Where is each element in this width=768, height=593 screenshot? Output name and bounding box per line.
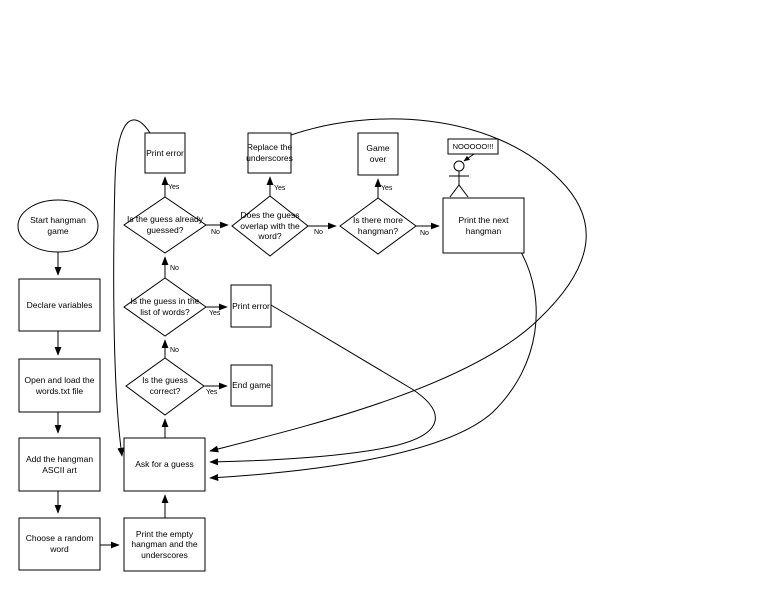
print-empty-box: [123, 517, 206, 572]
speech-tail: [463, 153, 475, 162]
ask-guess-box: [123, 437, 206, 492]
label-yes-correct-endgame: Yes: [206, 389, 218, 396]
print-error-guessed-box: [144, 132, 186, 174]
edge-printnext-ask-loop: [209, 251, 537, 482]
label-yes-inlist-printerror: Yes: [209, 310, 221, 317]
choose-word-box: [18, 517, 101, 571]
label-no-guessed-overlap: No: [211, 229, 220, 236]
label-no-overlap-more: No: [314, 229, 323, 236]
declare-variables-box: [18, 278, 101, 332]
label-no-correct-inlist: No: [170, 347, 179, 354]
edge-printerror-ask-loop: [113, 119, 151, 457]
edge-replace-ask-loop: [209, 118, 587, 453]
start-ellipse: [17, 199, 99, 253]
hangman-stick-figure: [449, 160, 469, 198]
label-no-inlist-guessed: No: [170, 265, 179, 272]
replace-underscores-box: [247, 132, 292, 174]
edge-printerrorlist-ask-loop: [209, 304, 436, 466]
game-over-box: [357, 132, 399, 176]
ascii-art-box: [18, 437, 101, 492]
label-no-more-printnext: No: [420, 230, 429, 237]
stick-figure-head: [453, 160, 465, 172]
end-game-box: [230, 364, 273, 407]
is-correct-diamond: [125, 357, 205, 416]
already-guessed-diamond: [123, 196, 207, 254]
print-error-list-box: [230, 284, 272, 328]
print-next-hangman-box: [442, 197, 525, 254]
label-yes-overlap-replace: Yes: [274, 185, 286, 192]
scream-bubble-box: [447, 138, 499, 155]
open-load-box: [18, 358, 101, 413]
overlap-diamond: [231, 195, 309, 257]
label-yes-more-gameover: Yes: [381, 185, 393, 192]
in-list-diamond: [123, 277, 207, 337]
label-yes-guessed-printerror: Yes: [168, 184, 180, 191]
more-hangman-diamond: [339, 197, 417, 255]
stick-figure-legs: [449, 184, 469, 198]
